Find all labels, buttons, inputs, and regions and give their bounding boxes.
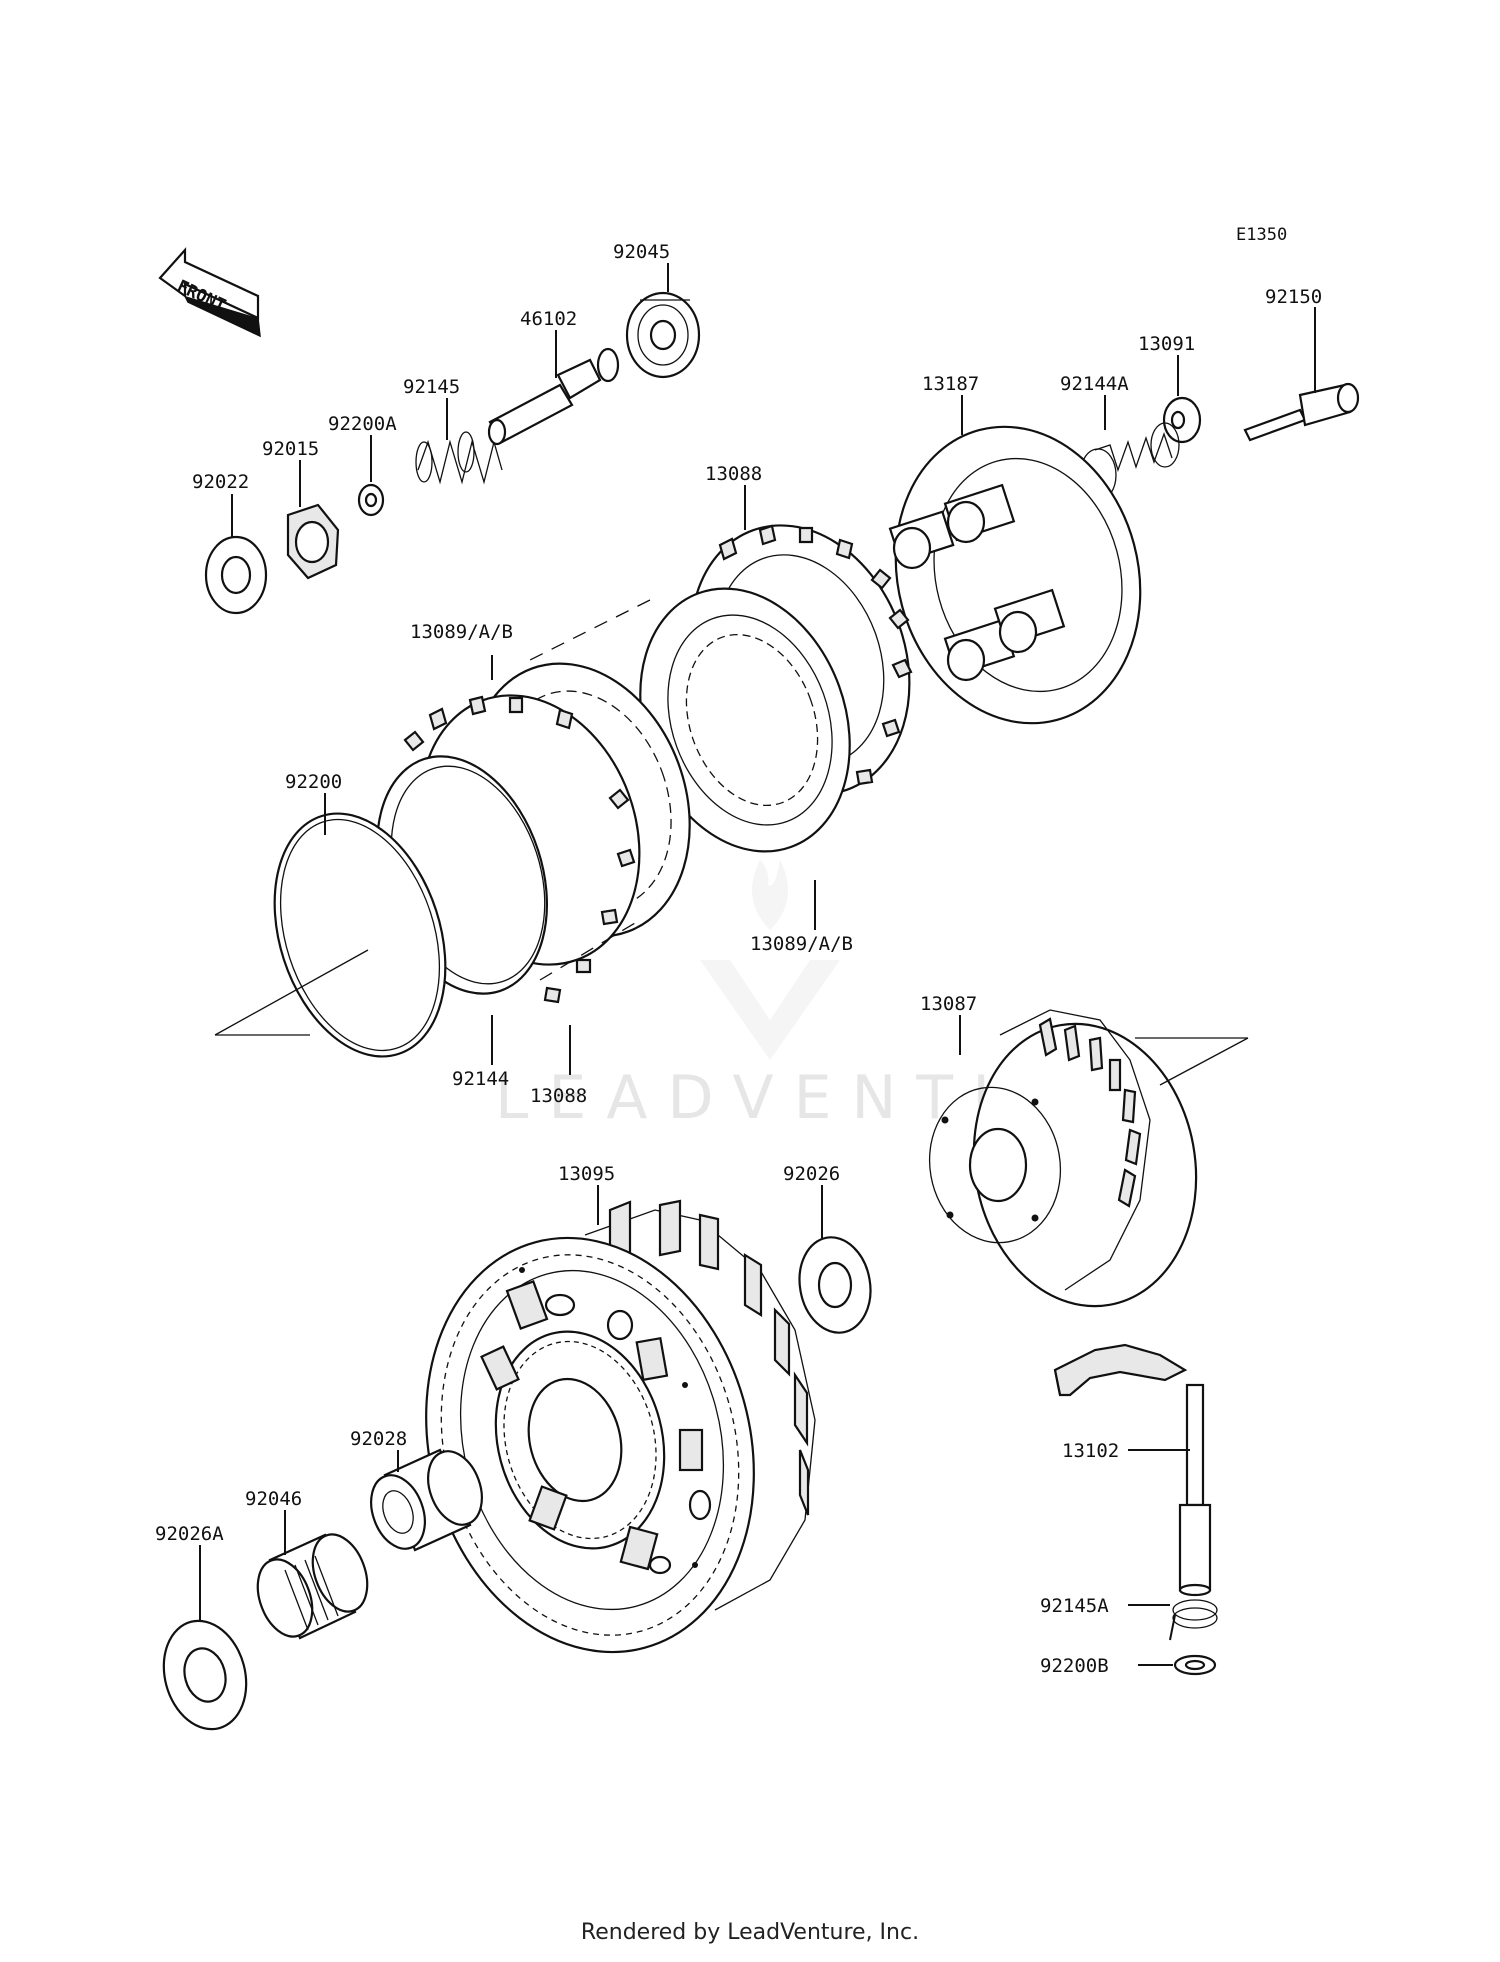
part-label: 92144A xyxy=(1060,373,1129,395)
part-labels: 92045 46102 92145 92200A 92015 92022 921… xyxy=(155,241,1322,1677)
washer-92200A xyxy=(357,483,385,517)
pushrod-46102 xyxy=(487,347,620,446)
washer-92026 xyxy=(798,1236,872,1334)
part-label: 13091 xyxy=(1138,333,1195,355)
sleeve-92028 xyxy=(370,1448,483,1552)
part-label: 13187 xyxy=(922,373,979,395)
part-label: 92022 xyxy=(192,471,249,493)
washer-92200B xyxy=(1173,1654,1217,1676)
ring-92200 xyxy=(273,812,447,1058)
part-label: 92028 xyxy=(350,1428,407,1450)
pressure-plate-13187 xyxy=(888,425,1142,725)
part-label: 92200 xyxy=(285,771,342,793)
needle-bearing-92046 xyxy=(256,1533,369,1640)
part-label: 92145A xyxy=(1040,1595,1109,1617)
diagram-code: E1350 xyxy=(1236,225,1287,245)
washer-92022 xyxy=(204,535,268,615)
part-label: 46102 xyxy=(520,308,577,330)
part-label: 92144 xyxy=(452,1068,509,1090)
bearing-92045 xyxy=(625,291,701,379)
part-label: 13089/A/B xyxy=(750,933,853,955)
nut-92015 xyxy=(286,503,340,580)
bolt-92150 xyxy=(1243,382,1360,442)
watermark-logo xyxy=(700,860,840,1060)
part-label: 13087 xyxy=(920,993,977,1015)
part-label: 92026A xyxy=(155,1523,224,1545)
release-shaft-13102 xyxy=(1053,1343,1212,1597)
part-label: 13095 xyxy=(558,1163,615,1185)
part-label: 92015 xyxy=(262,438,319,460)
spring-92145 xyxy=(415,431,503,485)
washer-92026A xyxy=(162,1619,248,1731)
part-label: 13088 xyxy=(705,463,762,485)
clutch-housing-13095 xyxy=(425,1199,816,1654)
part-label: 92045 xyxy=(613,241,670,263)
part-label: 92046 xyxy=(245,1488,302,1510)
part-label: 13102 xyxy=(1062,1440,1119,1462)
front-arrow-icon: FRONT xyxy=(158,247,261,338)
part-label: 92200B xyxy=(1040,1655,1109,1677)
footer-credit: Rendered by LeadVenture, Inc. xyxy=(580,1920,920,1945)
part-label: 92150 xyxy=(1265,286,1322,308)
part-label: 92026 xyxy=(783,1163,840,1185)
washer-13091 xyxy=(1162,396,1202,444)
part-label: 92200A xyxy=(328,413,397,435)
part-label: 92145 xyxy=(403,376,460,398)
spring-92145A xyxy=(1169,1599,1218,1641)
part-label: 13089/A/B xyxy=(410,621,513,643)
part-label: 13088 xyxy=(530,1085,587,1107)
clutch-hub-13087 xyxy=(928,1009,1198,1308)
